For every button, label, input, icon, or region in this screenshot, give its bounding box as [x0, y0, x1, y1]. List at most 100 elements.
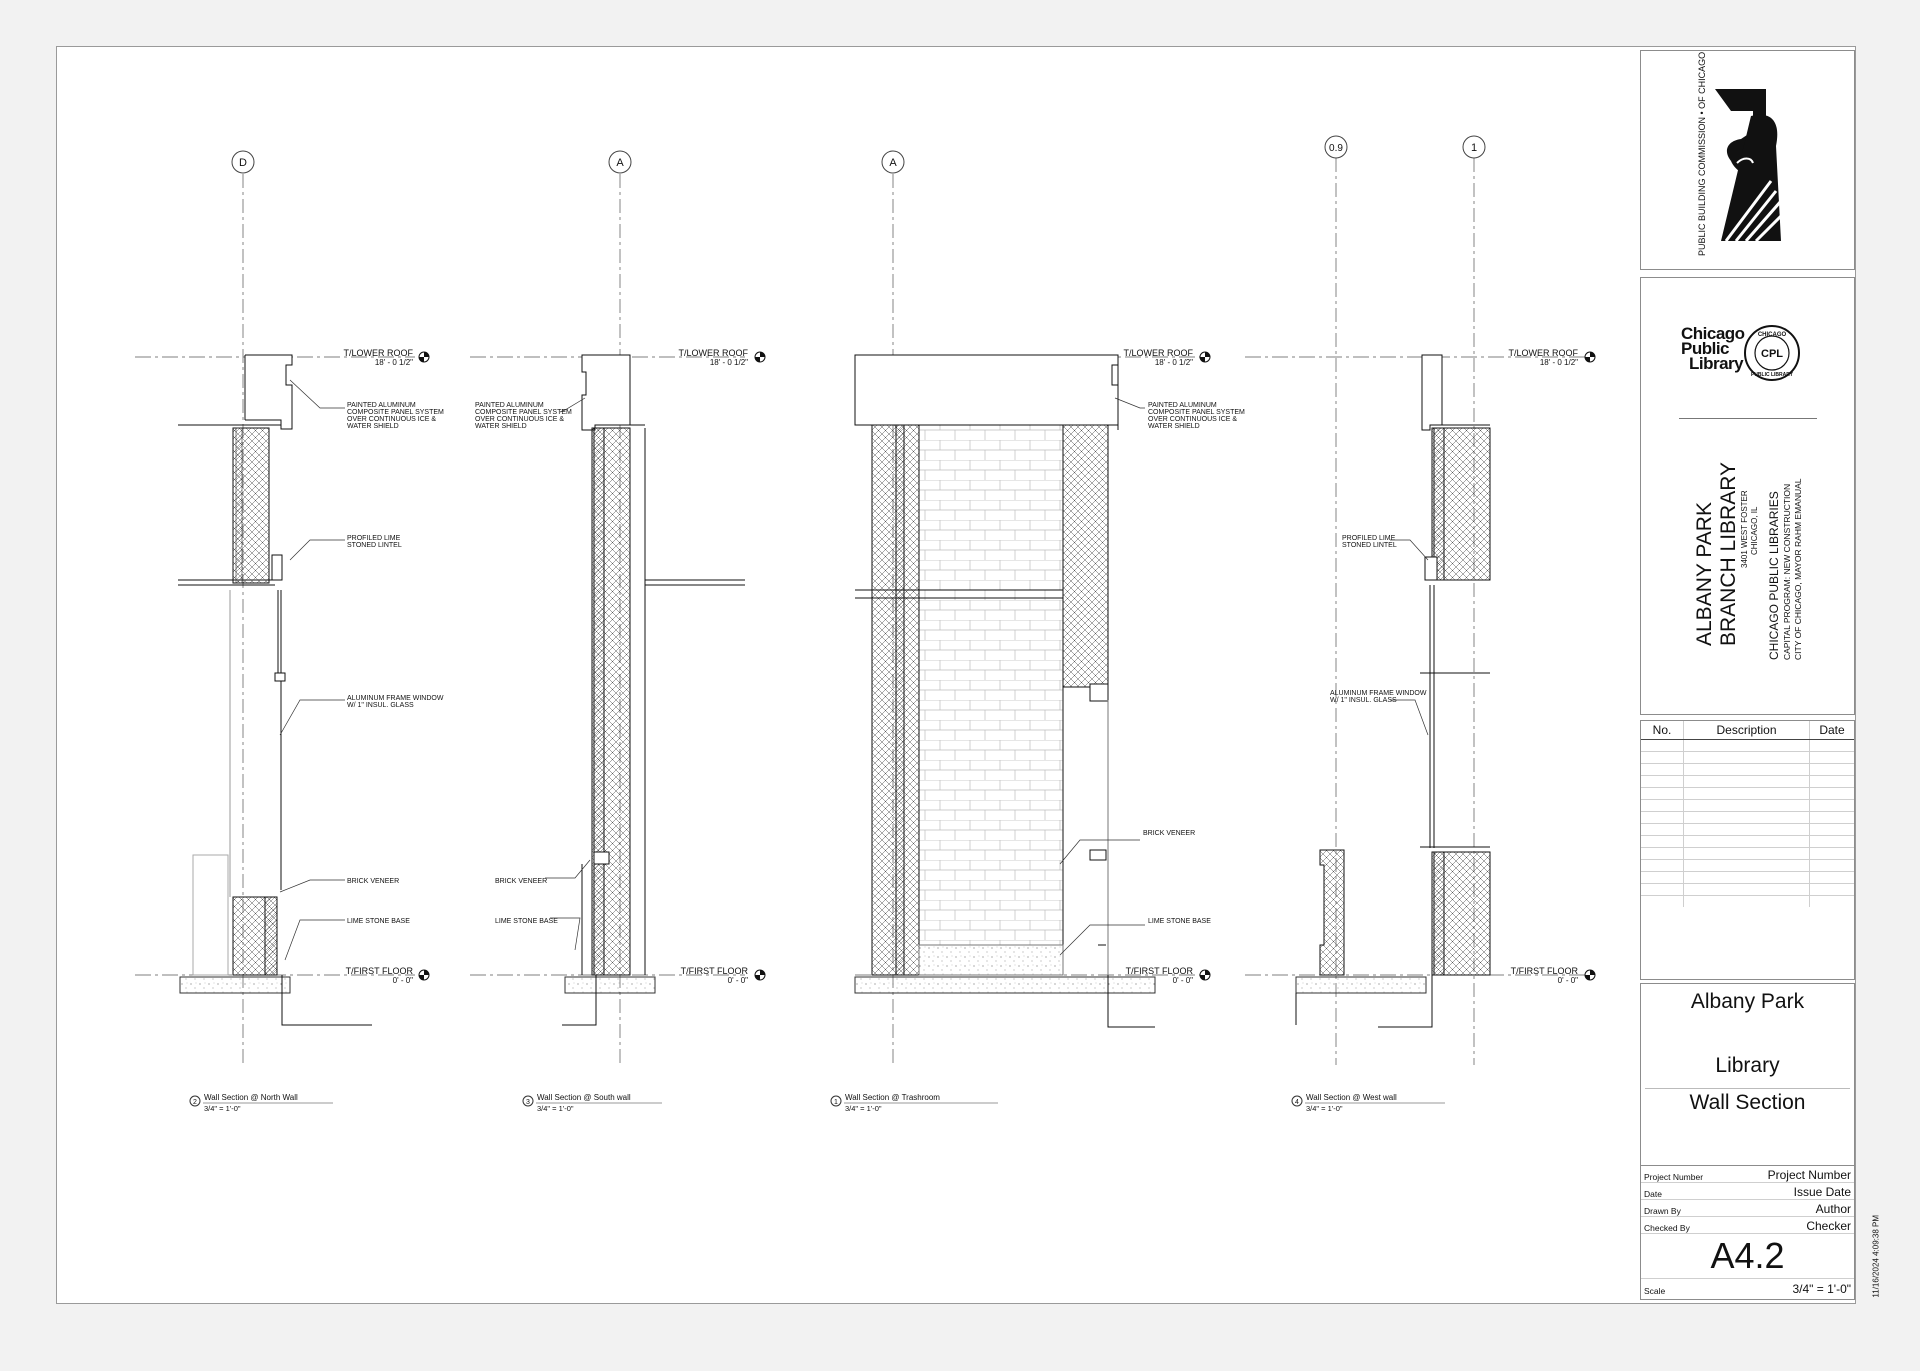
revision-cell: [1641, 823, 1684, 836]
info-key: Checked By: [1644, 1223, 1690, 1233]
svg-text:CPL: CPL: [1761, 348, 1783, 360]
svg-text:D: D: [239, 157, 247, 169]
revision-table: No. Description Date: [1641, 721, 1854, 907]
svg-text:CAPITAL PROGRAM: NEW CONSTRUCT: CAPITAL PROGRAM: NEW CONSTRUCTION: [1782, 484, 1792, 660]
note-lime-stone-trashroom: LIME STONE BASE: [1148, 918, 1211, 925]
revision-cell: [1809, 895, 1854, 907]
revision-cell: [1641, 763, 1684, 776]
grid-marker-d: D: [231, 150, 255, 174]
revision-cell: [1683, 811, 1810, 824]
revision-cell: [1809, 751, 1854, 764]
grid-marker-a-2: A: [881, 150, 905, 174]
sheet-title-line-3: Wall Section: [1689, 1091, 1806, 1114]
revision-cell: [1809, 811, 1854, 824]
revision-cell: [1809, 799, 1854, 812]
svg-text:CHICAGO, IL: CHICAGO, IL: [1750, 506, 1759, 555]
info-row-date: Date Issue Date: [1641, 1183, 1854, 1200]
svg-text:PUBLIC BUILDING COMMISSION • O: PUBLIC BUILDING COMMISSION • OF CHICAGO: [1697, 52, 1707, 256]
info-key: Drawn By: [1644, 1206, 1681, 1216]
revision-row: [1641, 763, 1854, 776]
revision-cell: [1809, 859, 1854, 872]
revision-cell: [1809, 883, 1854, 896]
svg-text:CHICAGO PUBLIC LIBRARIES: CHICAGO PUBLIC LIBRARIES: [1767, 491, 1781, 660]
revision-row: [1641, 799, 1854, 812]
svg-text:3/4" = 1'-0": 3/4" = 1'-0": [1306, 1104, 1343, 1113]
note-lime-stone-south: LIME STONE BASE: [495, 918, 558, 925]
level-tag-roof-1: T/LOWER ROOF 18' - 0 1/2": [344, 348, 430, 367]
note-brick-veneer-north: BRICK VENEER: [347, 878, 399, 885]
revision-cell: [1809, 775, 1854, 788]
revision-cell: [1683, 787, 1810, 800]
revision-cell: [1683, 835, 1810, 848]
wall-section-trashroom: [854, 354, 1156, 1028]
revision-row: [1641, 871, 1854, 884]
level-tag-roof-3: T/LOWER ROOF 18' - 0 1/2": [1124, 348, 1211, 367]
svg-text:4: 4: [1295, 1099, 1299, 1106]
note-brick-veneer-trashroom: BRICK VENEER: [1143, 830, 1195, 837]
sheet-title-line-1: Albany Park: [1690, 990, 1805, 1013]
revision-cell: [1641, 739, 1684, 752]
revision-row: [1641, 835, 1854, 848]
grid-marker-0-9: 0.9: [1324, 135, 1348, 159]
sheet-number: A4.2: [1641, 1234, 1854, 1279]
revision-cell: [1683, 871, 1810, 884]
svg-text:0.9: 0.9: [1329, 143, 1343, 154]
svg-text:T/LOWER ROOF: T/LOWER ROOF: [344, 348, 414, 358]
revision-cell: [1641, 883, 1684, 896]
rev-header-no: No.: [1641, 721, 1684, 740]
revision-cell: [1641, 775, 1684, 788]
info-row-project-number: Project Number Project Number: [1641, 1166, 1854, 1183]
svg-text:3: 3: [526, 1099, 530, 1106]
svg-text:2: 2: [193, 1099, 197, 1106]
revision-cell: [1641, 871, 1684, 884]
revision-cell: [1641, 835, 1684, 848]
svg-text:PUBLIC LIBRARY: PUBLIC LIBRARY: [1751, 372, 1794, 378]
logo-divider: [1679, 418, 1817, 419]
svg-text:Wall Section @ South wall: Wall Section @ South wall: [537, 1093, 631, 1102]
svg-text:T/LOWER ROOF: T/LOWER ROOF: [1509, 348, 1579, 358]
revision-cell: [1683, 799, 1810, 812]
svg-text:18' - 0 1/2": 18' - 0 1/2": [710, 358, 748, 367]
level-tag-roof-4: T/LOWER ROOF 18' - 0 1/2": [1509, 348, 1596, 367]
info-value: 3/4" = 1'-0": [1792, 1282, 1851, 1296]
svg-text:Wall Section @ North Wall: Wall Section @ North Wall: [204, 1093, 298, 1102]
logo-line-2: Public: [1681, 339, 1730, 358]
level-tag-roof-2: T/LOWER ROOF 18' - 0 1/2": [679, 348, 766, 367]
svg-text:T/FIRST FLOOR: T/FIRST FLOOR: [1126, 966, 1194, 976]
svg-text:Wall Section @ Trashroom: Wall Section @ Trashroom: [845, 1093, 940, 1102]
revision-cell: [1683, 823, 1810, 836]
print-timestamp: 11/16/2024 4:09:38 PM: [1872, 1215, 1881, 1298]
revision-row: [1641, 739, 1854, 752]
svg-text:BRANCH LIBRARY: BRANCH LIBRARY: [1717, 462, 1740, 646]
revision-row: [1641, 751, 1854, 764]
revision-cell: [1683, 775, 1810, 788]
note-brick-veneer-south: BRICK VENEER: [495, 878, 547, 885]
library-seal-icon: CHICAGO PUBLIC LIBRARY CPL: [1744, 325, 1800, 381]
revision-cell: [1641, 799, 1684, 812]
commission-seal: PUBLIC BUILDING COMMISSION • OF CHICAGO: [1697, 52, 1787, 256]
info-value: Checker: [1806, 1219, 1851, 1233]
section-title-3: 3 Wall Section @ South wall 3/4" = 1'-0": [522, 1093, 662, 1113]
rev-header-description: Description: [1683, 721, 1810, 740]
note-lime-stone-north: LIME STONE BASE: [347, 918, 410, 925]
revision-cell: [1683, 739, 1810, 752]
wall-section-west: [1295, 354, 1491, 1028]
revision-cell: [1641, 859, 1684, 872]
level-tag-floor-3: T/FIRST FLOOR 0' - 0": [1126, 966, 1211, 985]
project-name-block: ALBANY PARK BRANCH LIBRARY 3401 WEST FOS…: [1693, 462, 1803, 660]
svg-text:T/FIRST FLOOR: T/FIRST FLOOR: [1511, 966, 1579, 976]
grid-lines: [242, 158, 1475, 1065]
revision-cell: [1809, 763, 1854, 776]
revision-cell: [1683, 847, 1810, 860]
revision-table-panel: No. Description Date: [1640, 720, 1855, 980]
info-value: Author: [1815, 1202, 1851, 1216]
revision-row: [1641, 811, 1854, 824]
svg-text:0' - 0": 0' - 0": [1173, 976, 1194, 985]
revision-cell: [1683, 859, 1810, 872]
info-key: Scale: [1644, 1286, 1666, 1296]
